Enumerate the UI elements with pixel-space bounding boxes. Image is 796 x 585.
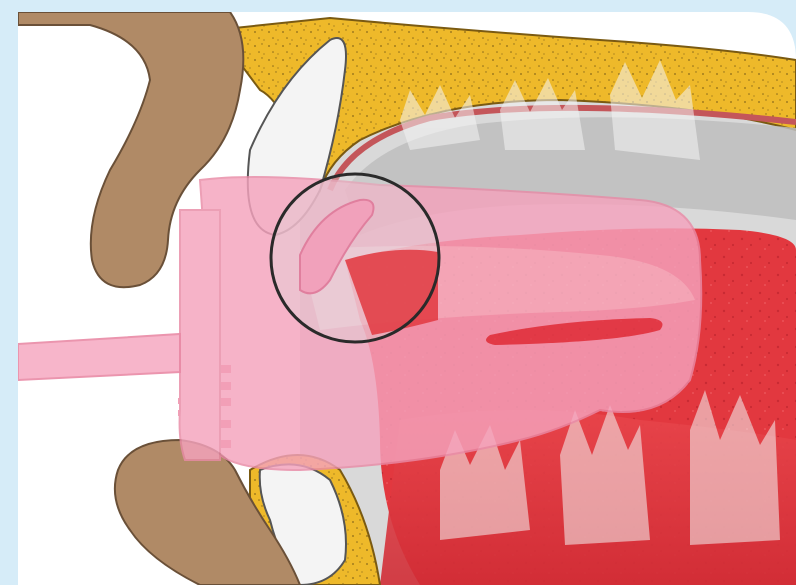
magnifier-circle (271, 174, 439, 342)
device-flange (180, 210, 220, 460)
